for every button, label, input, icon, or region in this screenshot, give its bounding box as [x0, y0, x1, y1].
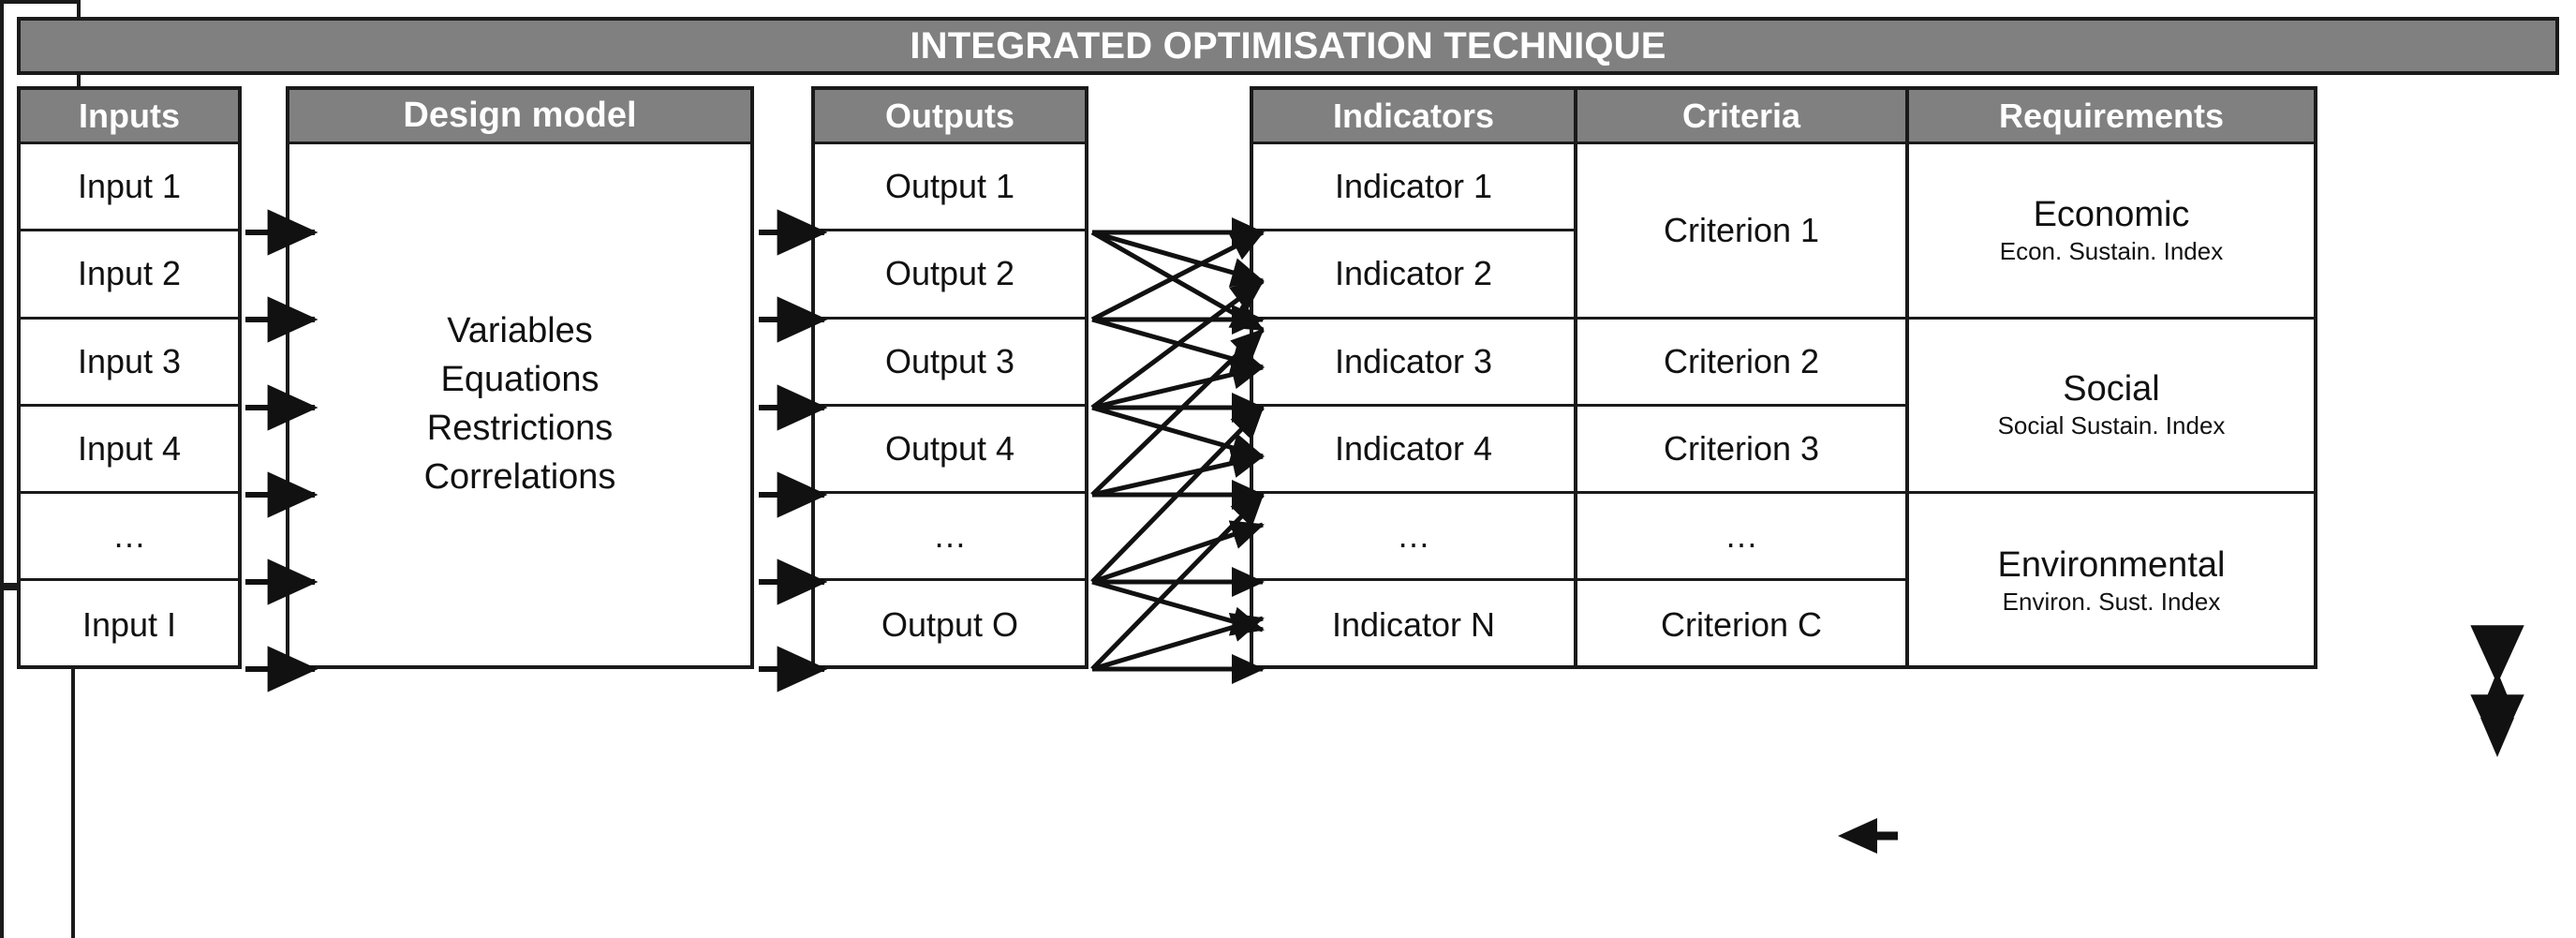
inputs-row[interactable]: Input 2 — [21, 231, 238, 320]
requirement-name: Environmental — [1997, 545, 2226, 586]
cross-connector — [1090, 217, 1266, 684]
outputs-row[interactable]: Output 4 — [815, 407, 1085, 495]
design-model-header: Design model — [286, 86, 754, 144]
requirements-column: Requirements Economic Econ. Sustain. Ind… — [1905, 86, 2317, 669]
outputs-column: Outputs Output 1 Output 2 Output 3 Outpu… — [811, 86, 1088, 669]
design-model-body: Variables Equations Restrictions Correla… — [286, 144, 754, 669]
outputs-row[interactable]: Output 3 — [815, 320, 1085, 407]
indicators-row[interactable]: … — [1253, 494, 1574, 582]
design-model-line: Restrictions — [426, 409, 614, 448]
design-model-line: Equations — [440, 360, 600, 400]
optimisation-to-solution-arrow — [1838, 818, 1898, 854]
requirements-body: Economic Econ. Sustain. Index Social Soc… — [1905, 144, 2317, 669]
requirements-header: Requirements — [1905, 86, 2317, 144]
requirement-index: Environ. Sust. Index — [2002, 588, 2221, 617]
requirements-row[interactable]: Social Social Sustain. Index — [1909, 320, 2314, 495]
outputs-row[interactable]: Output 2 — [815, 231, 1085, 320]
requirement-index: Social Sustain. Index — [1997, 411, 2226, 440]
inputs-row[interactable]: Input 1 — [21, 144, 238, 232]
inputs-header: Inputs — [17, 86, 242, 144]
criteria-row[interactable]: … — [1577, 494, 1905, 582]
outputs-row[interactable]: Output O — [881, 605, 1019, 645]
indicators-row[interactable]: Indicator 4 — [1253, 407, 1574, 495]
requirements-row[interactable]: Environmental Environ. Sust. Index — [1909, 494, 2314, 669]
inputs-row[interactable]: Input 3 — [21, 320, 238, 407]
indicators-header: Indicators — [1250, 86, 1577, 144]
criteria-row[interactable]: Criterion C — [1660, 605, 1823, 645]
design-model-line: Correlations — [423, 456, 616, 497]
requirement-index: Econ. Sustain. Index — [1999, 236, 2224, 265]
outputs-row[interactable]: Output 1 — [815, 144, 1085, 232]
indicators-row[interactable]: Indicator 3 — [1253, 320, 1574, 407]
criteria-row[interactable]: Criterion 3 — [1577, 407, 1905, 495]
criteria-body: Criterion 1 Criterion 2 Criterion 3 … Cr… — [1574, 144, 1909, 669]
outputs-row[interactable]: … — [815, 494, 1085, 582]
criteria-row[interactable]: Criterion 2 — [1577, 320, 1905, 407]
inputs-row[interactable]: Input I — [81, 605, 177, 645]
indicators-row[interactable]: Indicator N — [1331, 605, 1496, 645]
design-model-column: Design model Variables Equations Restric… — [286, 86, 754, 669]
criteria-row[interactable]: Criterion 1 — [1577, 144, 1905, 320]
requirement-name: Economic — [2033, 194, 2190, 234]
indicators-row[interactable]: Indicator 1 — [1253, 144, 1574, 232]
outputs-header: Outputs — [811, 86, 1088, 144]
inputs-column: Inputs Input 1 Input 2 Input 3 Input 4 …… — [17, 86, 242, 669]
inputs-row[interactable]: Input 4 — [21, 407, 238, 495]
requirements-row[interactable]: Economic Econ. Sustain. Index — [1909, 144, 2314, 320]
outputs-body: Output 1 Output 2 Output 3 Output 4 … Ou… — [811, 144, 1088, 669]
indicators-body: Indicator 1 Indicator 2 Indicator 3 Indi… — [1250, 144, 1577, 669]
mives-to-optimisation-arrow — [2470, 625, 2524, 757]
inputs-body: Input 1 Input 2 Input 3 Input 4 … Input … — [17, 144, 242, 669]
design-model-line: Variables — [447, 311, 593, 351]
banner-title: INTEGRATED OPTIMISATION TECHNIQUE — [17, 17, 2559, 75]
criteria-column: Criteria Criterion 1 Criterion 2 Criteri… — [1574, 86, 1909, 669]
indicators-column: Indicators Indicator 1 Indicator 2 Indic… — [1250, 86, 1577, 669]
indicators-row[interactable]: Indicator 2 — [1253, 231, 1574, 320]
requirement-name: Social — [2063, 369, 2160, 409]
criteria-header: Criteria — [1574, 86, 1909, 144]
inputs-row[interactable]: … — [21, 494, 238, 582]
